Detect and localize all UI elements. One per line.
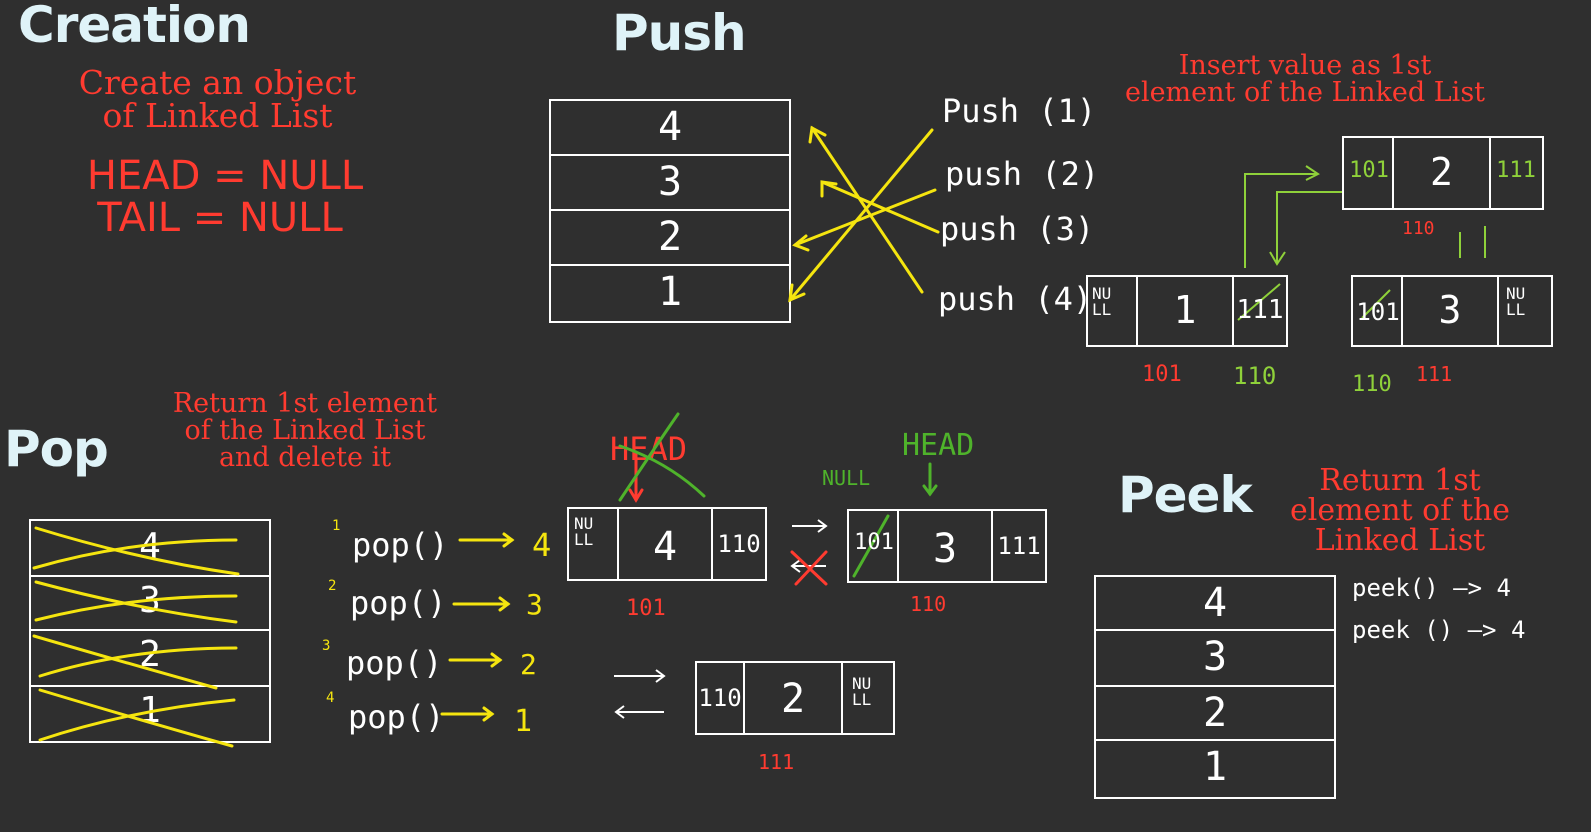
peek-desc-line1: Return 1st <box>1319 463 1481 498</box>
pop-desc-line1: Return 1st element <box>172 388 438 419</box>
peek-desc: Return 1st element of the Linked List <box>1270 466 1530 556</box>
pop-node1-value: 4 <box>652 524 678 570</box>
pop-call: pop() <box>346 644 443 682</box>
pop-call: pop() <box>352 526 449 564</box>
push-extra-addr2: 110 <box>1352 372 1392 397</box>
push-node2-prev: 101 <box>1349 158 1389 183</box>
push-call: push (2) <box>945 155 1100 193</box>
pop-call-num: 2 <box>328 578 337 594</box>
push-desc-line2: element of the Linked List <box>1124 77 1486 108</box>
pop-node2-value: 3 <box>932 526 958 572</box>
pop-node1-addr: 101 <box>626 596 666 621</box>
push-node1-addr: 101 <box>1142 362 1182 387</box>
push-node2-addr: 110 <box>1402 218 1435 239</box>
peek-stack-cell: 2 <box>1202 690 1228 736</box>
push-stack-cell: 2 <box>657 214 683 260</box>
peek-stack-cell: 3 <box>1202 634 1228 680</box>
push-node3-next: NU LL <box>1506 284 1526 319</box>
pop-node1-next: 110 <box>717 530 761 558</box>
push-node1-next: 111 <box>1236 295 1284 325</box>
pop-call-result: 4 <box>532 526 552 564</box>
push-stack-cell: 4 <box>657 104 683 150</box>
pop-node3-next: NU LL <box>852 674 872 709</box>
push-call: push (4) <box>938 280 1093 318</box>
pop-null-label: NULL <box>822 466 871 490</box>
push-stack-cell: 1 <box>657 269 683 315</box>
creation-desc: Create an object of Linked List <box>40 66 395 132</box>
pop-title: Pop <box>4 420 109 478</box>
pop-call: pop() <box>348 698 445 736</box>
push-stack-cell: 3 <box>657 159 683 205</box>
pop-desc-line3: and delete it <box>218 442 392 473</box>
pop-node3-prev: 110 <box>698 684 742 712</box>
pop-desc-line2: of the Linked List <box>184 415 426 446</box>
creation-desc-line2: of Linked List <box>102 96 333 135</box>
push-node1-prev: NU LL <box>1092 284 1112 319</box>
peek-stack-cell: 1 <box>1202 744 1228 790</box>
creation-title: Creation <box>18 0 251 54</box>
creation-head-null: HEAD = NULL <box>86 153 364 199</box>
creation-desc-line1: Create an object <box>78 63 357 102</box>
push-node3-value: 3 <box>1438 288 1462 332</box>
pop-call: pop() <box>350 584 447 622</box>
push-extra-addr: 110 <box>1233 362 1277 390</box>
push-node2-value: 2 <box>1430 150 1453 194</box>
pop-node2-addr: 110 <box>910 592 947 616</box>
peek-desc-line3: Linked List <box>1314 523 1486 558</box>
pop-node3-addr: 111 <box>758 750 795 774</box>
push-node1-value: 1 <box>1173 288 1197 332</box>
pop-head-old: HEAD <box>610 430 688 468</box>
peek-stack-cell: 4 <box>1202 580 1228 626</box>
pop-head-new: HEAD <box>902 428 975 463</box>
pop-node3-value: 2 <box>780 676 806 722</box>
peek-desc-line2: element of the <box>1289 493 1511 528</box>
push-desc-line1: Insert value as 1st <box>1178 50 1432 81</box>
pop-call-num: 1 <box>332 518 341 534</box>
push-desc: Insert value as 1st element of the Linke… <box>1100 52 1510 106</box>
pop-call-result: 1 <box>514 704 533 739</box>
pop-call-num: 4 <box>326 690 335 706</box>
pop-desc: Return 1st element of the Linked List an… <box>150 390 460 471</box>
push-node3-prev: 101 <box>1356 298 1400 326</box>
pop-node2-prev: 101 <box>854 530 894 555</box>
push-node3-addr: 111 <box>1416 362 1453 386</box>
pop-node1-prev: NU LL <box>574 514 594 549</box>
push-node2-next: 111 <box>1496 158 1536 183</box>
pop-call-result: 2 <box>520 648 537 681</box>
push-call: push (3) <box>940 210 1095 248</box>
pop-stack-cell: 2 <box>139 634 161 675</box>
push-title: Push <box>612 4 747 62</box>
peek-title: Peek <box>1118 466 1253 524</box>
peek-call: peek () —> 4 <box>1352 616 1526 644</box>
pop-node2-next: 111 <box>997 532 1041 560</box>
pop-call-result: 3 <box>526 588 543 621</box>
push-call: Push (1) <box>942 92 1097 130</box>
pop-call-num: 3 <box>322 638 331 654</box>
peek-call: peek() —> 4 <box>1352 574 1511 602</box>
creation-tail-null: TAIL = NULL <box>97 195 343 241</box>
